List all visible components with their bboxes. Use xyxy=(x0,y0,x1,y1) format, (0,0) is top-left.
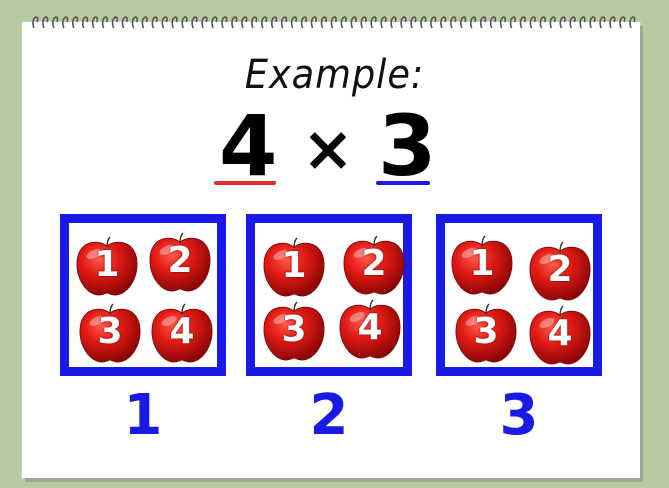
apple-number: 2 xyxy=(547,249,573,290)
spiral-ring xyxy=(290,16,298,29)
spiral-ring xyxy=(161,16,168,29)
spiral-ring xyxy=(380,16,387,29)
group-label-3: 3 xyxy=(499,383,539,448)
spiral-ring xyxy=(350,16,357,29)
spiral-ring xyxy=(340,16,347,29)
multiplicand-underline xyxy=(214,181,276,185)
spiral-ring xyxy=(390,16,397,29)
example-heading: Example: xyxy=(244,52,425,98)
spiral-ring xyxy=(310,16,318,29)
apple-icon: 4 xyxy=(149,303,215,365)
spiral-ring xyxy=(191,16,198,29)
spiral-ring xyxy=(131,16,138,29)
multiplier: 3 xyxy=(378,97,437,195)
spiral-ring xyxy=(619,16,626,29)
spiral-binding xyxy=(32,16,636,29)
spiral-ring xyxy=(479,16,487,29)
spiral-ring xyxy=(211,16,218,29)
apple-icon: 2 xyxy=(527,241,593,303)
multiplicand: 4 xyxy=(219,97,278,195)
spiral-ring xyxy=(569,16,576,29)
spiral-ring xyxy=(251,16,258,29)
spiral-ring xyxy=(529,16,536,29)
apple-icon: 4 xyxy=(527,305,593,367)
apple-number: 4 xyxy=(357,307,383,348)
apple-icon: 2 xyxy=(147,232,213,294)
spiral-ring xyxy=(469,16,477,29)
times-sign: × xyxy=(302,112,354,185)
spiral-ring xyxy=(330,16,337,29)
spiral-ring xyxy=(450,16,457,29)
apple-number: 2 xyxy=(167,240,193,281)
spiral-ring xyxy=(410,16,417,29)
apple-icon: 1 xyxy=(74,236,140,298)
apple-number: 3 xyxy=(281,309,307,350)
spiral-ring xyxy=(71,16,79,29)
spiral-ring xyxy=(221,16,228,29)
spiral-ring xyxy=(241,16,248,29)
spiral-ring xyxy=(589,16,596,29)
group-label-2: 2 xyxy=(309,383,349,448)
spiral-ring xyxy=(171,16,178,29)
apple-number: 1 xyxy=(469,243,495,284)
group-box-2: 1 2 3 4 xyxy=(246,214,412,376)
spiral-ring xyxy=(270,16,278,29)
group-box-1: 1 2 3 4 xyxy=(60,214,226,376)
apple-icon: 2 xyxy=(341,235,407,297)
spiral-ring xyxy=(141,16,148,29)
apple-icon: 3 xyxy=(453,303,519,365)
apple-icon: 1 xyxy=(261,237,327,299)
spiral-ring xyxy=(370,16,377,29)
apple-number: 2 xyxy=(361,243,387,284)
spiral-ring xyxy=(559,16,566,29)
spiral-ring xyxy=(629,16,636,29)
apple-number: 3 xyxy=(97,311,123,352)
spiral-ring xyxy=(519,16,526,29)
spiral-ring xyxy=(280,16,288,29)
spiral-ring xyxy=(549,16,556,29)
group-label-1: 1 xyxy=(123,383,163,448)
spiral-ring xyxy=(360,16,367,29)
spiral-ring xyxy=(231,16,238,29)
spiral-ring xyxy=(111,16,119,29)
spiral-ring xyxy=(420,16,427,29)
apple-number: 4 xyxy=(547,313,573,354)
spiral-ring xyxy=(201,16,208,29)
multiplier-underline xyxy=(376,181,430,185)
apple-number: 1 xyxy=(94,244,120,285)
spiral-ring xyxy=(599,16,606,29)
spiral-ring xyxy=(261,16,268,29)
spiral-ring xyxy=(579,16,586,29)
apple-icon: 4 xyxy=(337,299,403,361)
spiral-ring xyxy=(121,16,128,29)
apple-icon: 1 xyxy=(449,235,515,297)
spiral-ring xyxy=(609,16,616,29)
spiral-ring xyxy=(320,16,327,29)
spiral-ring xyxy=(32,16,39,29)
spiral-ring xyxy=(52,16,59,29)
spiral-ring xyxy=(499,16,507,29)
apple-icon: 3 xyxy=(77,303,143,365)
apple-number: 3 xyxy=(473,311,499,352)
spiral-ring xyxy=(62,16,69,29)
spiral-ring xyxy=(300,16,308,29)
spiral-ring xyxy=(151,16,158,29)
spiral-ring xyxy=(440,16,447,29)
apple-number: 4 xyxy=(169,311,195,352)
spiral-ring xyxy=(430,16,437,29)
spiral-ring xyxy=(400,16,407,29)
spiral-ring xyxy=(181,16,188,29)
spiral-ring xyxy=(539,16,546,29)
apple-icon: 3 xyxy=(261,301,327,363)
spiral-ring xyxy=(81,16,89,29)
spiral-ring xyxy=(460,16,467,29)
group-box-3: 1 2 3 4 xyxy=(436,214,602,376)
spiral-ring xyxy=(42,16,49,29)
apple-number: 1 xyxy=(281,245,307,286)
spiral-ring xyxy=(509,16,517,29)
spiral-ring xyxy=(489,16,497,29)
spiral-ring xyxy=(101,16,109,29)
spiral-ring xyxy=(91,16,99,29)
